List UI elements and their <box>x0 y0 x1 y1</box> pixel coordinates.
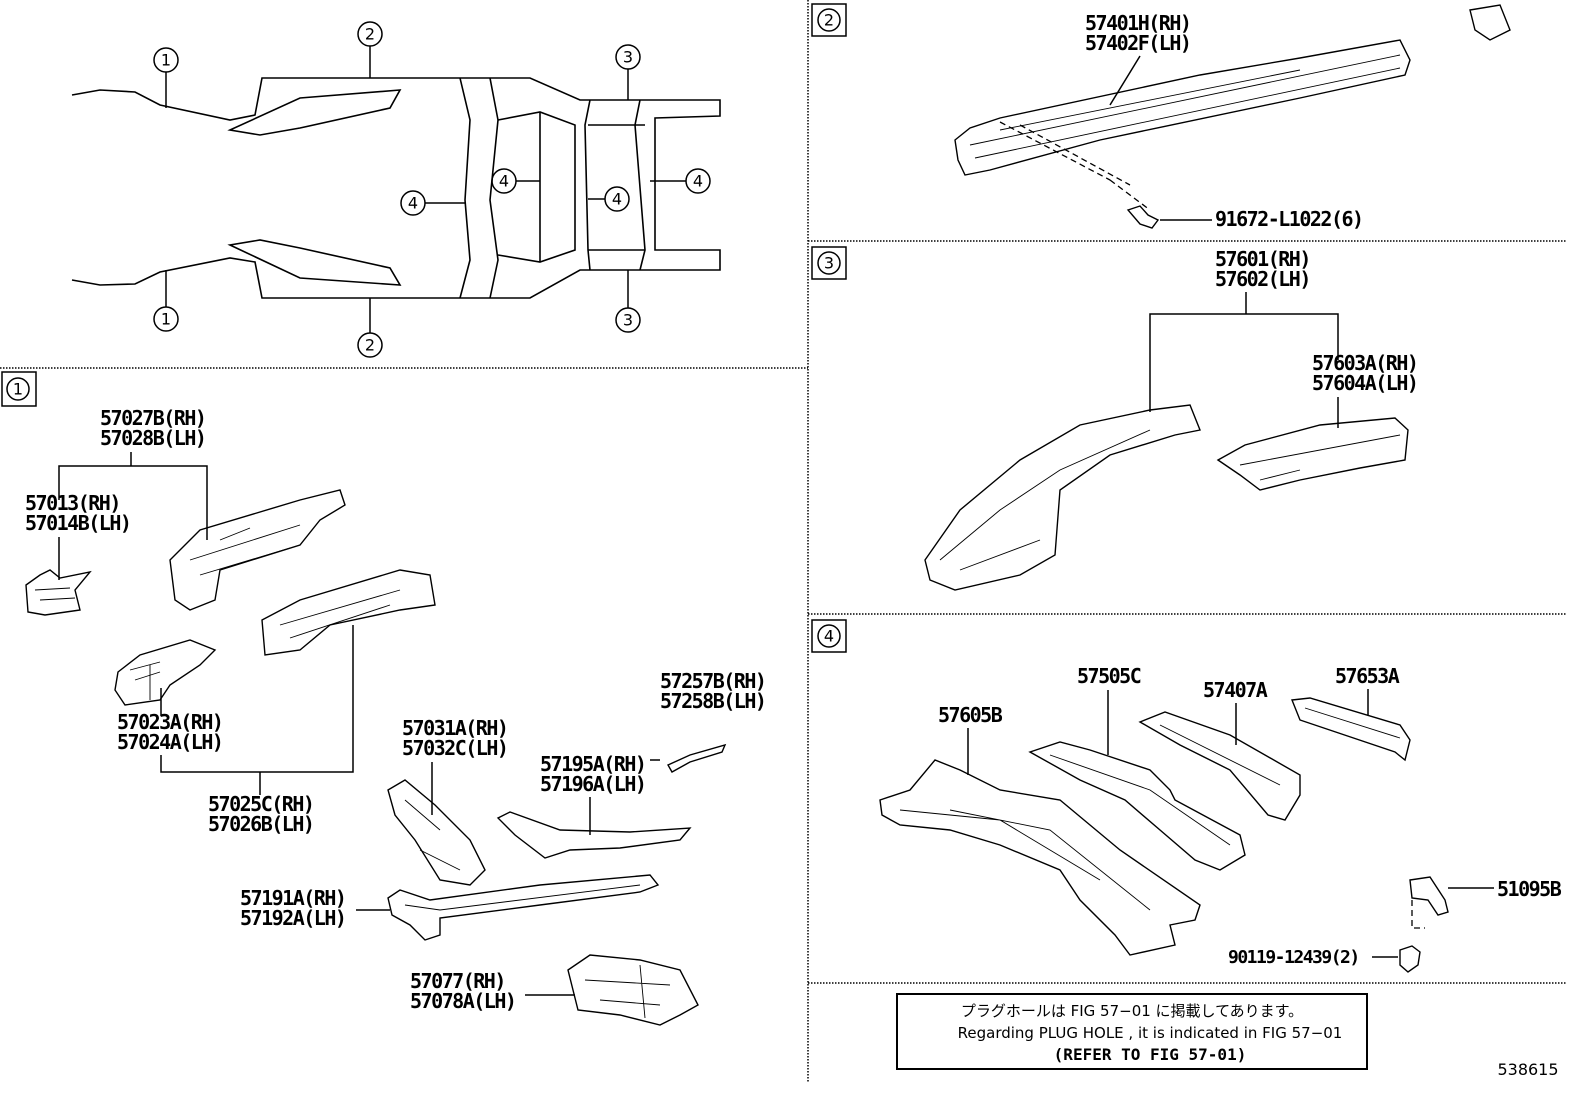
part-57023a <box>114 639 217 706</box>
label-90119: 90119-12439(2) <box>1228 947 1359 968</box>
svg-text:4: 4 <box>693 172 703 191</box>
svg-text:57401H(RH): 57401H(RH) <box>1085 11 1190 35</box>
part-57401h <box>954 39 1411 176</box>
svg-text:4: 4 <box>499 172 509 191</box>
label-57191a: 57191A(RH) 57192A(LH) <box>240 886 347 930</box>
part-57603a <box>1216 417 1409 491</box>
label-57401h: 57401H(RH) 57402F(LH) <box>1085 11 1192 55</box>
svg-text:57402F(LH): 57402F(LH) <box>1085 31 1190 55</box>
label-57407a: 57407A <box>1203 678 1268 702</box>
bolt-91672 <box>1126 205 1160 229</box>
illustration-number: 538615 <box>1497 1060 1558 1079</box>
part-57195a <box>496 811 692 859</box>
svg-text:57025C(RH): 57025C(RH) <box>208 792 313 816</box>
part-51095b <box>1409 876 1449 916</box>
svg-text:57032C(LH): 57032C(LH) <box>402 736 507 760</box>
part-57601 <box>924 404 1201 591</box>
label-91672: 91672-L1022(6) <box>1215 207 1363 231</box>
label-57505c: 57505C <box>1077 664 1141 688</box>
section-4-number: 4 <box>824 627 834 646</box>
part-57077 <box>567 954 699 1026</box>
section-2-number: 2 <box>824 11 834 30</box>
svg-text:57192A(LH): 57192A(LH) <box>240 906 345 930</box>
label-57023a: 57023A(RH) 57024A(LH) <box>117 710 224 754</box>
part-57257b <box>667 743 727 773</box>
label-57031a: 57031A(RH) 57032C(LH) <box>402 716 509 760</box>
svg-text:2: 2 <box>365 336 375 355</box>
label-51095b: 51095B <box>1497 877 1562 901</box>
frame-overview <box>71 77 721 299</box>
part-57407a <box>1138 711 1301 821</box>
label-57605b: 57605B <box>938 703 1003 727</box>
svg-text:57196A(LH): 57196A(LH) <box>540 772 645 796</box>
callout-4-d: 4 <box>650 168 711 194</box>
callout-4-b: 4 <box>491 168 540 194</box>
callout-4-a: 4 <box>400 190 466 216</box>
part-57653a <box>1291 697 1411 762</box>
svg-text:57024A(LH): 57024A(LH) <box>117 730 222 754</box>
svg-text:57031A(RH): 57031A(RH) <box>402 716 507 740</box>
note-english: Regarding PLUG HOLE , it is indicated in… <box>958 1024 1343 1042</box>
callout-3-bottom: 3 <box>615 270 641 333</box>
svg-text:57028B(LH): 57028B(LH) <box>100 426 205 450</box>
callout-2-bottom: 2 <box>357 298 383 358</box>
callout-3-top: 3 <box>615 44 641 100</box>
section-3: 3 57601(RH) 57602(LH) 57603A(RH) 57604A(… <box>811 246 1419 591</box>
panel-dividers <box>0 0 1567 1082</box>
label-57077: 57077(RH) 57078A(LH) <box>410 969 517 1013</box>
bolt-90119 <box>1399 945 1421 973</box>
overview-callouts: 1 1 2 2 3 3 4 4 4 4 <box>153 21 711 358</box>
svg-text:3: 3 <box>623 311 633 330</box>
svg-text:57023A(RH): 57023A(RH) <box>117 710 222 734</box>
label-57257b: 57257B(RH) 57258B(LH) <box>660 669 767 713</box>
svg-text:1: 1 <box>161 51 171 70</box>
svg-text:57026B(LH): 57026B(LH) <box>208 812 313 836</box>
svg-text:57603A(RH): 57603A(RH) <box>1312 351 1417 375</box>
svg-text:4: 4 <box>612 190 622 209</box>
svg-text:1: 1 <box>161 310 171 329</box>
svg-text:57077(RH): 57077(RH) <box>410 969 505 993</box>
section-2: 2 57401H(RH) 57402F(LH) 91672-L1022(6) <box>811 3 1511 231</box>
section-1: 1 57027B(RH) 57028B(LH) <box>1 371 767 1026</box>
svg-text:57014B(LH): 57014B(LH) <box>25 511 130 535</box>
label-57195a: 57195A(RH) 57196A(LH) <box>540 752 647 796</box>
svg-text:3: 3 <box>623 48 633 67</box>
svg-text:57257B(RH): 57257B(RH) <box>660 669 765 693</box>
svg-text:57191A(RH): 57191A(RH) <box>240 886 345 910</box>
svg-text:57258B(LH): 57258B(LH) <box>660 689 765 713</box>
section-1-number: 1 <box>13 380 23 399</box>
label-57025c: 57025C(RH) 57026B(LH) <box>208 792 315 836</box>
part-57191a <box>387 874 660 941</box>
note-refer: (REFER TO FIG 57-01) <box>1054 1045 1247 1064</box>
callout-4-c: 4 <box>588 186 630 212</box>
section-3-number: 3 <box>824 254 834 273</box>
part-57027b <box>169 489 346 611</box>
svg-text:57601(RH): 57601(RH) <box>1215 247 1310 271</box>
svg-text:57027B(RH): 57027B(RH) <box>100 406 205 430</box>
label-57027b: 57027B(RH) 57028B(LH) <box>100 406 207 450</box>
label-57601: 57601(RH) 57602(LH) <box>1215 247 1311 291</box>
part-57031a <box>387 779 486 886</box>
callout-1-bottom: 1 <box>153 270 179 332</box>
svg-text:57604A(LH): 57604A(LH) <box>1312 371 1417 395</box>
part-57605b <box>879 759 1201 956</box>
svg-text:4: 4 <box>408 194 418 213</box>
svg-text:2: 2 <box>365 25 375 44</box>
note-japanese: プラグホールは FIG 57−01 に掲載してあります。 <box>961 1002 1303 1020</box>
part-57505c <box>1028 741 1246 871</box>
note-box: プラグホールは FIG 57−01 に掲載してあります。 Regarding P… <box>896 993 1368 1070</box>
svg-text:57013(RH): 57013(RH) <box>25 491 120 515</box>
svg-text:57078A(LH): 57078A(LH) <box>410 989 515 1013</box>
part-57025c <box>261 569 436 656</box>
label-57013: 57013(RH) 57014B(LH) <box>25 491 132 535</box>
label-57653a: 57653A <box>1335 664 1400 688</box>
callout-2-top: 2 <box>357 21 383 78</box>
section-4: 4 57605B 57505C 57407A 57653A 51095B 901… <box>811 619 1563 973</box>
callout-1-top: 1 <box>153 47 179 108</box>
label-57603a: 57603A(RH) 57604A(LH) <box>1312 351 1419 395</box>
part-57013 <box>25 569 92 616</box>
svg-text:57195A(RH): 57195A(RH) <box>540 752 645 776</box>
svg-text:57602(LH): 57602(LH) <box>1215 267 1310 291</box>
